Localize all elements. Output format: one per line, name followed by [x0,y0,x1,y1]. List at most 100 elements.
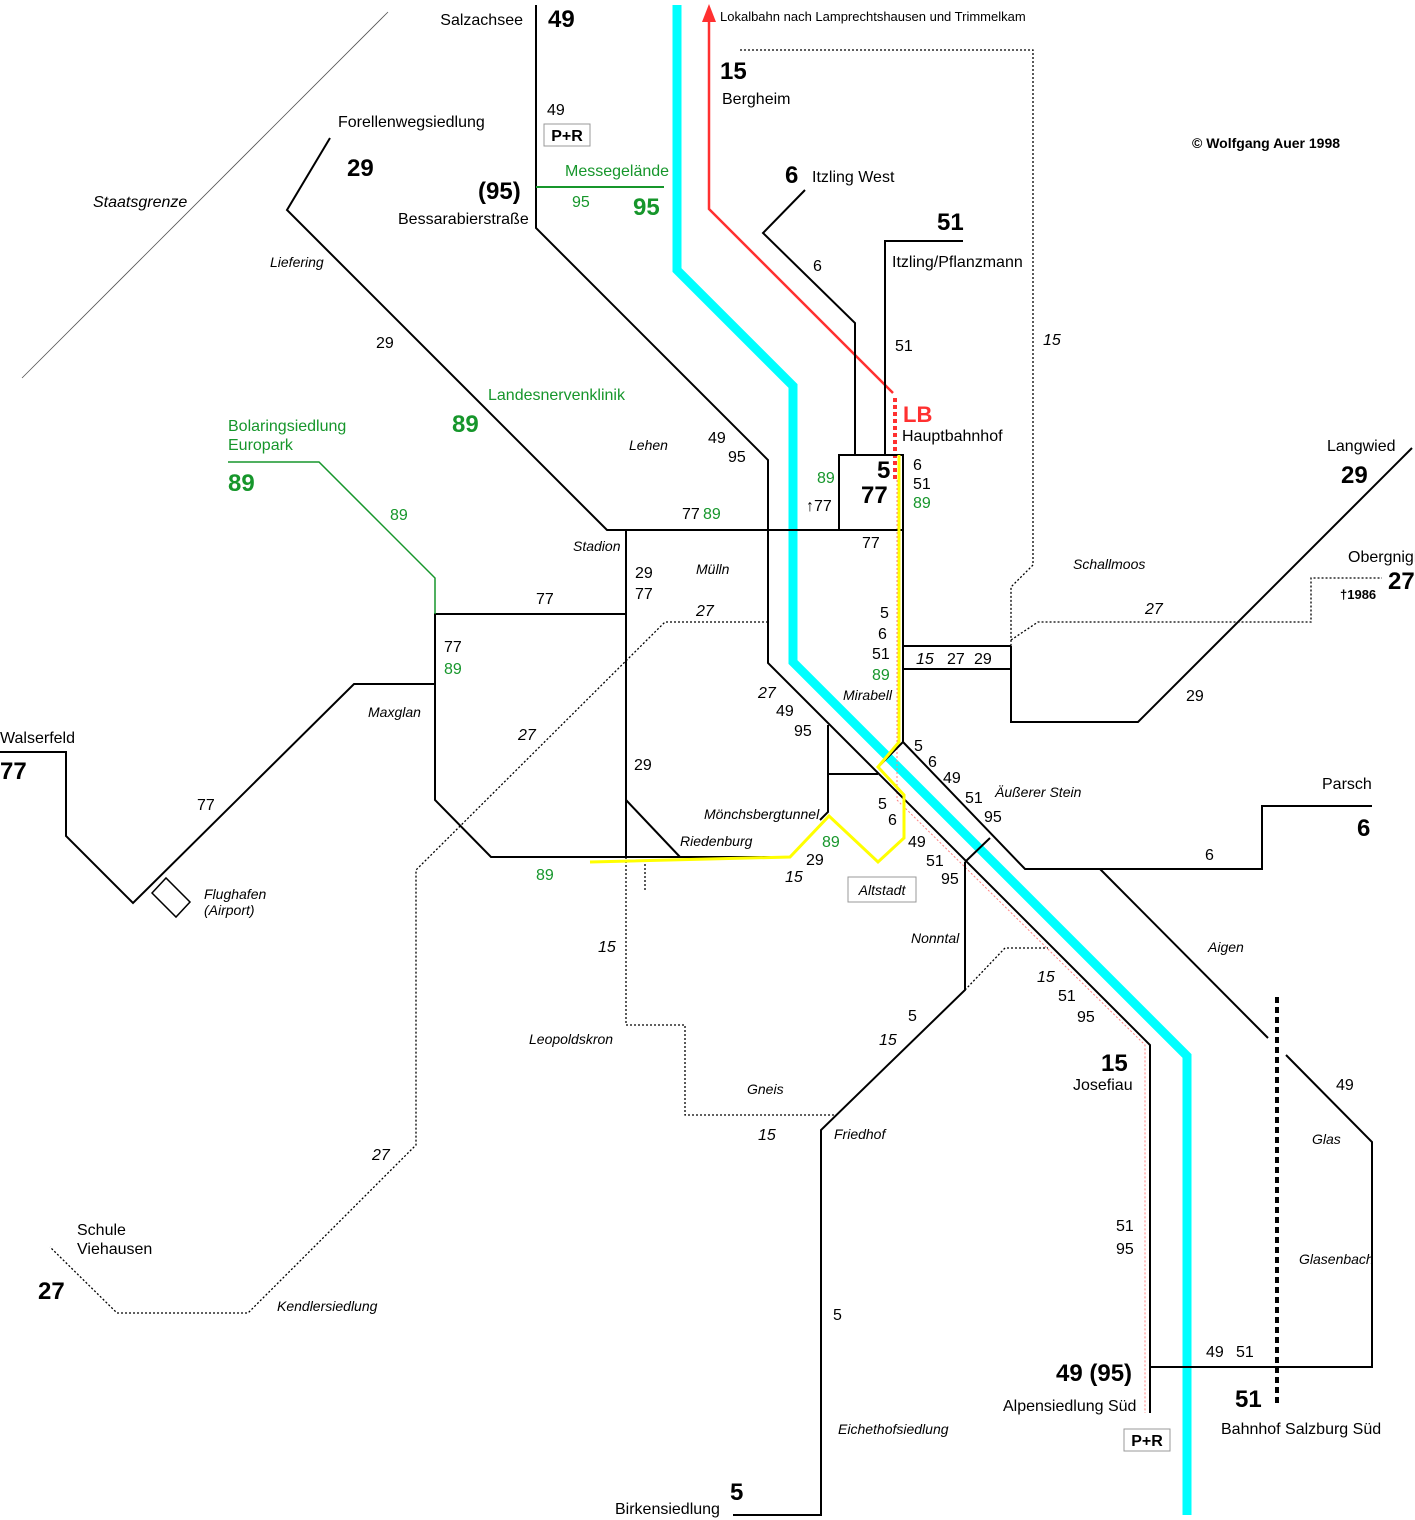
stop-label: (Airport) [204,902,255,918]
district-label: Glas [1312,1131,1341,1147]
stop-label: Salzachsee [440,12,523,29]
district-label: Mönchsbergtunnel [704,806,820,822]
line-number-label: 89 [703,506,721,523]
river-crossing [964,837,991,863]
airport-loop [150,876,192,919]
district-label: Schallmoos [1073,556,1145,572]
line-number-label: 27 [1144,601,1164,618]
line-27-west [49,621,768,1314]
line-number-label: 29 [1186,688,1204,705]
copyright: © Wolfgang Auer 1998 [1192,135,1340,151]
terminal-line-number: 29 [1341,462,1368,489]
line-number-label: 29 [635,565,653,582]
district-label: Kendlersiedlung [277,1298,378,1314]
stop-label: Europark [228,437,294,454]
line-number-label: 27 [517,727,537,744]
line-number-label: 95 [572,194,590,211]
line-29 [285,137,903,531]
terminal-line-number: 77 [0,758,27,785]
stop-label: Bolaringsiedlung [228,418,346,435]
stop-label: Flughafen [204,886,266,902]
terminal-line-number: 27 [1388,568,1415,595]
line-number-label: 95 [984,809,1002,826]
district-label: Mülln [696,561,730,577]
district-label: Mirabell [843,687,893,703]
terminal-line-number: 49 (95) [1056,1360,1132,1387]
state-border [21,11,389,379]
stop-label: Parsch [1322,776,1372,793]
line-number-label: 6 [813,258,822,275]
line-number-label: 5 [878,796,887,813]
lokalbahn-line [707,18,894,394]
lokalbahn-badge: LB [903,402,932,427]
district-label: Altstadt [858,882,907,898]
terminal-line-number: 95 [633,194,660,221]
line-aigen [1099,868,1269,1039]
line-number-label: 51 [926,853,944,870]
pink-route [896,480,1146,1413]
line-number-label: 27 [371,1147,391,1164]
line-number-label: 77 [197,797,215,814]
line-number-label: 15 [916,651,934,668]
line-number-label: 15 [879,1032,897,1049]
line-number-label: 6 [888,812,897,829]
stop-label: Bessarabierstraße [398,211,529,228]
stop-label: Hauptbahnhof [902,428,1003,445]
line-77-west [0,683,435,905]
line-number-label: 49 [708,430,726,447]
line-number-label: 89 [872,667,890,684]
line-number-label: 95 [1116,1241,1134,1258]
district-label: Lehen [629,437,668,453]
terminal-line-number: 15 [1101,1050,1128,1077]
line-number-label: 77 [635,586,653,603]
stop-label: Itzling West [812,169,895,186]
line-49-51-sued [1150,1054,1373,1368]
line-number-label: 89 [444,661,462,678]
line-27-east [1010,577,1382,641]
line-number-label: 89 [817,470,835,487]
park-ride-box [1123,1428,1171,1452]
terminal-line-number: 89 [452,411,479,438]
line-number-label: 51 [872,646,890,663]
line-number-label: ↑77 [806,498,832,515]
district-label: Maxglan [368,704,421,720]
line-number-label: 51 [895,338,913,355]
line-number-label: 51 [1236,1344,1254,1361]
line-number-label: 89 [390,507,408,524]
line-number-label: 15 [758,1127,776,1144]
line-6 [761,189,856,455]
line-number-label: 89 [822,834,840,851]
terminal-line-number: 6 [785,162,798,189]
line-number-label: 51 [1058,988,1076,1005]
line-number-label: 77 [444,639,462,656]
line-number-label: 5 [908,1008,917,1025]
line-number-label: 15 [1043,332,1061,349]
line-number-label: 77 [536,591,554,608]
stop-label: Landesnervenklinik [488,387,626,404]
district-label: Leopoldskron [529,1031,613,1047]
stop-label: Schule [77,1222,126,1239]
line-number-label: 49 [1206,1344,1224,1361]
line-number-label: 95 [728,449,746,466]
yellow-route [589,455,906,865]
line-number-label: 49 [1336,1077,1354,1094]
line-5-south [733,862,966,1516]
district-label: Eichethofsiedlung [838,1421,949,1437]
stop-label: Bergheim [722,91,790,108]
line-number-label: 29 [806,852,824,869]
line-number-label: 27 [695,603,715,620]
line-number-label: 51 [1116,1218,1134,1235]
district-label: Riedenburg [680,833,753,849]
line-number-label: 15 [598,939,616,956]
park-ride-label: P+R [1131,1433,1163,1450]
park-ride-label: P+R [551,128,583,145]
arrow-up-icon [702,4,716,22]
line-15-south [625,857,836,1116]
terminal-line-number: 6 [1357,815,1370,842]
line-number-label: 6 [913,457,922,474]
line-number-label: 29 [634,757,652,774]
line-number-label: 95 [1077,1009,1095,1026]
lokalbahn-label: Lokalbahn nach Lamprechtshausen und Trim… [720,9,1026,24]
district-label: Stadion [573,538,621,554]
line-number-label: 27 [757,685,777,702]
